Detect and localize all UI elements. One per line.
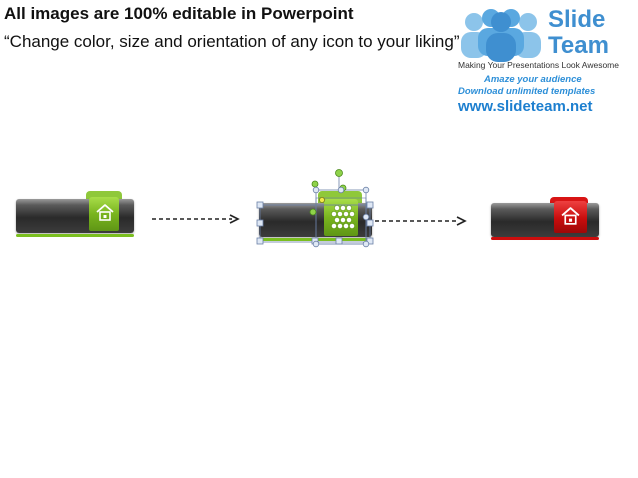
people-logo-icon <box>461 9 541 62</box>
grid-icon <box>331 205 355 229</box>
slide-title: All images are 100% editable in Powerpoi… <box>4 4 354 23</box>
logo-word-team: Team <box>548 32 609 59</box>
bar-underline <box>259 238 372 241</box>
logo-url[interactable]: www.slideteam.net <box>458 98 593 115</box>
red-tab <box>554 201 587 233</box>
bar-underline <box>491 237 599 240</box>
logo-word-slide: Slide <box>548 6 606 33</box>
dashed-arrow-2 <box>375 216 467 226</box>
home-icon <box>561 207 580 225</box>
green-tab-back <box>86 191 122 201</box>
dashed-arrow-1 <box>152 214 240 224</box>
home-icon <box>96 204 114 221</box>
green-tab <box>89 197 119 231</box>
bar-underline <box>16 234 134 237</box>
slide-subtitle: “Change color, size and orientation of a… <box>4 32 460 51</box>
logo-tagline: Making Your Presentations Look Awesome <box>458 60 619 70</box>
logo-promo-line2: Download unlimited templates <box>458 86 596 97</box>
slideteam-logo[interactable]: Slide Team Making Your Presentations Loo… <box>456 0 638 122</box>
logo-promo-line1: Amaze your audience <box>484 74 582 85</box>
